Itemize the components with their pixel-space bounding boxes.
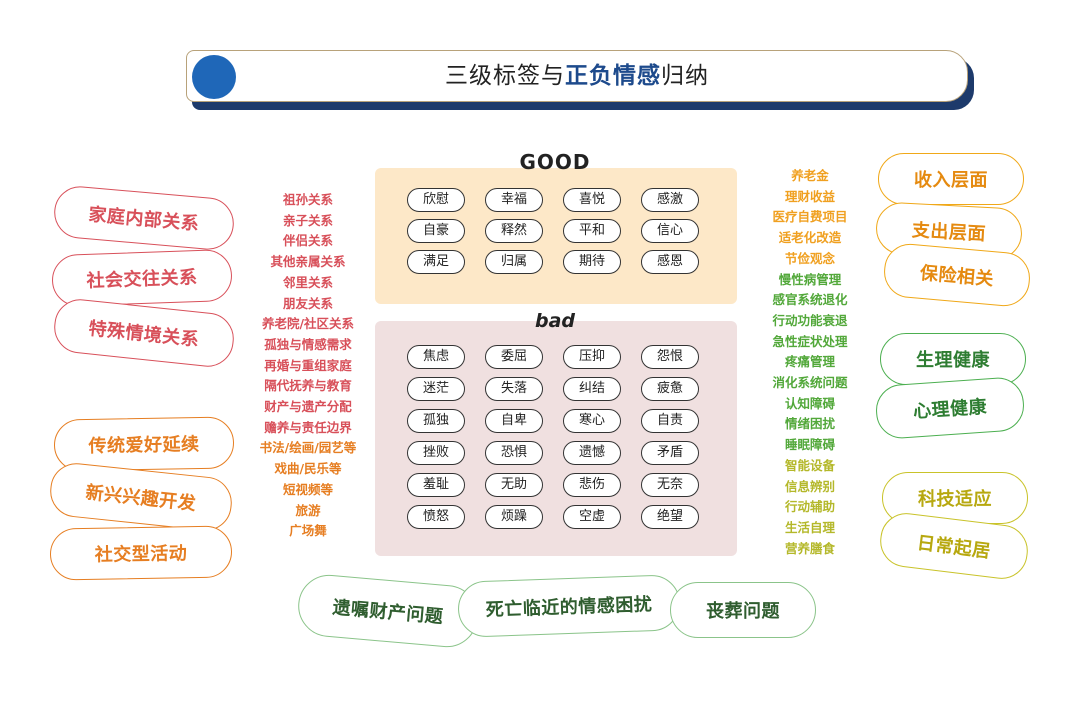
category-mental-health: 心理健康 — [874, 375, 1026, 441]
emotion-tag: 释然 — [485, 219, 543, 243]
title-suffix: 归纳 — [661, 63, 709, 89]
category-new-interest: 新兴兴趣开发 — [47, 460, 235, 534]
emotion-tag: 恐惧 — [485, 441, 543, 465]
emotion-tag: 信心 — [641, 219, 699, 243]
category-physical-health: 生理健康 — [880, 333, 1026, 385]
emotion-tag: 疲惫 — [641, 377, 699, 401]
emotion-tag: 遗憾 — [563, 441, 621, 465]
emotion-tag: 焦虑 — [407, 345, 465, 369]
emotion-tag: 幸福 — [485, 188, 543, 212]
tag-item: 祖孙关系 — [282, 192, 333, 207]
emotion-tag: 自卑 — [485, 409, 543, 433]
emotion-tag: 失落 — [485, 377, 543, 401]
tag-item: 朋友关系 — [282, 295, 333, 311]
emotion-tag: 矛盾 — [641, 441, 699, 465]
emotion-tag: 委屈 — [485, 345, 543, 369]
emotion-tag: 喜悦 — [563, 188, 621, 212]
page-title: 三级标签与正负情感归纳 — [186, 50, 968, 102]
tag-item: 行动辅助 — [784, 499, 835, 515]
emotion-tag: 欣慰 — [407, 188, 465, 212]
tag-item: 睡眠障碍 — [784, 437, 835, 453]
emotion-tag: 空虚 — [563, 505, 621, 529]
tag-item: 其他亲属关系 — [270, 254, 346, 270]
emotion-tag: 悲伤 — [563, 473, 621, 497]
emotion-tag: 寒心 — [563, 409, 621, 433]
category-tech-adaptation: 科技适应 — [882, 472, 1028, 524]
tag-item: 隔代抚养与教育 — [264, 378, 352, 394]
tag-item: 行动功能衰退 — [772, 312, 848, 328]
category-death-emotion: 死亡临近的情感困扰 — [457, 574, 681, 638]
emotion-tag: 满足 — [407, 250, 465, 274]
right-tag-list: 养老金 理财收益 医疗自费项目 适老化改造 节俭观念 慢性病管理 感官系统退化 … — [758, 166, 862, 559]
tag-item: 旅游 — [295, 502, 321, 518]
tag-item: 节俭观念 — [784, 250, 835, 266]
tag-item: 消化系统问题 — [772, 375, 848, 391]
category-social-activity: 社交型活动 — [49, 525, 233, 581]
tag-item: 疼痛管理 — [784, 354, 835, 370]
emotion-tag: 自责 — [641, 409, 699, 433]
tag-item: 财产与遗产分配 — [264, 399, 352, 415]
emotion-tag: 无奈 — [641, 473, 699, 497]
left-tag-list: 祖孙关系 亲子关系 伴侣关系 其他亲属关系 邻里关系 朋友关系 养老院/社区关系… — [248, 190, 368, 542]
tag-item: 信息辨别 — [784, 478, 835, 494]
emotion-tag: 感恩 — [641, 250, 699, 274]
emotion-tag: 烦躁 — [485, 505, 543, 529]
tag-item: 感官系统退化 — [772, 292, 848, 308]
emotion-tag: 无助 — [485, 473, 543, 497]
tag-item: 养老金 — [791, 168, 829, 183]
category-special-situation: 特殊情境关系 — [51, 296, 237, 370]
tag-item: 孤独与情感需求 — [264, 336, 352, 352]
tag-item: 情绪困扰 — [784, 416, 835, 432]
tag-item: 养老院/社区关系 — [261, 316, 355, 332]
title-banner — [186, 50, 968, 102]
category-family-internal: 家庭内部关系 — [52, 184, 236, 252]
tag-item: 智能设备 — [784, 457, 835, 473]
tag-item: 亲子关系 — [282, 212, 333, 228]
tag-item: 赡养与责任边界 — [264, 419, 352, 435]
emotion-tag: 归属 — [485, 250, 543, 274]
tag-item: 认知障碍 — [784, 395, 835, 411]
tag-item: 短视频等 — [282, 481, 333, 497]
emotion-tag: 压抑 — [563, 345, 621, 369]
title-prefix: 三级标签与 — [445, 63, 565, 89]
emotion-tag: 迷茫 — [407, 377, 465, 401]
good-label: GOOD — [519, 150, 591, 174]
tag-item: 营养膳食 — [784, 540, 835, 556]
emotion-tag: 挫败 — [407, 441, 465, 465]
tag-item: 伴侣关系 — [282, 233, 333, 249]
emotion-tag: 孤独 — [407, 409, 465, 433]
title-highlight: 正负情感 — [565, 63, 661, 89]
emotion-tag: 羞耻 — [407, 473, 465, 497]
tag-item: 医疗自费项目 — [772, 209, 848, 225]
emotion-tag: 绝望 — [641, 505, 699, 529]
emotion-tag: 愤怒 — [407, 505, 465, 529]
tag-item: 再婚与重组家庭 — [264, 357, 352, 373]
bad-label: bad — [534, 310, 576, 332]
title-dot-icon — [192, 55, 236, 99]
emotion-tag: 感激 — [641, 188, 699, 212]
tag-item: 慢性病管理 — [778, 271, 842, 287]
tag-item: 广场舞 — [289, 523, 327, 539]
tag-item: 适老化改造 — [778, 230, 842, 246]
tag-item: 戏曲/民乐等 — [274, 461, 342, 477]
emotion-tag: 期待 — [563, 250, 621, 274]
category-will-property: 遗嘱财产问题 — [295, 572, 481, 650]
category-funeral: 丧葬问题 — [670, 582, 816, 638]
emotion-tag: 平和 — [563, 219, 621, 243]
category-insurance: 保险相关 — [881, 241, 1033, 309]
emotion-tag: 怨恨 — [641, 345, 699, 369]
emotion-tag: 自豪 — [407, 219, 465, 243]
tag-item: 急性症状处理 — [772, 333, 848, 349]
tag-item: 理财收益 — [784, 188, 835, 204]
tag-item: 邻里关系 — [282, 274, 333, 290]
tag-item: 书法/绘画/园艺等 — [259, 440, 357, 456]
tag-item: 生活自理 — [784, 519, 835, 535]
category-income: 收入层面 — [878, 153, 1024, 205]
emotion-tag: 纠结 — [563, 377, 621, 401]
